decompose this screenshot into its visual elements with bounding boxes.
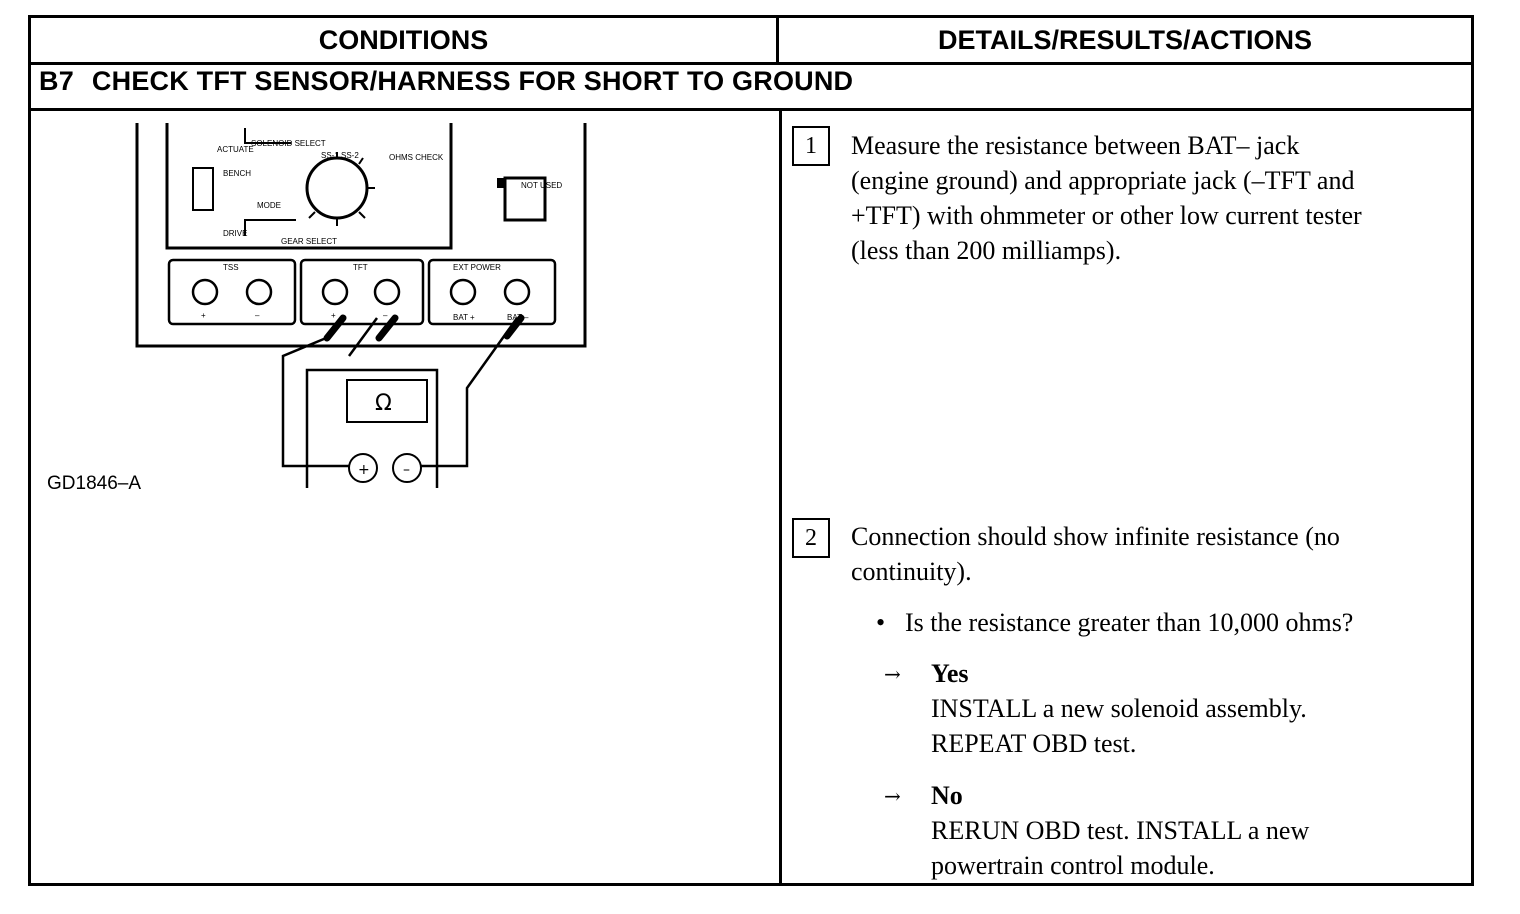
step-2-text: Connection should show infinite resistan… (851, 519, 1451, 589)
tft-label: TFT (353, 263, 368, 272)
answer-yes-line: REPEAT OBD test. (931, 729, 1137, 758)
answer-yes-line: INSTALL a new solenoid assembly. (931, 694, 1307, 723)
not-used-label: NOT USED (521, 181, 562, 190)
step-1-line: (engine ground) and appropriate jack (–T… (851, 166, 1355, 195)
bat-minus-label: BAT – (507, 313, 529, 322)
tss-label: TSS (223, 263, 239, 272)
tss-plus-label: + (201, 311, 206, 320)
step-1-text: Measure the resistance between BAT– jack… (851, 128, 1451, 268)
arrow-right-icon: → (884, 784, 901, 808)
drive-label: DRIVE (223, 229, 247, 238)
section-title-text: CHECK TFT SENSOR/HARNESS FOR SHORT TO GR… (91, 66, 854, 96)
step-1-number: 1 (792, 126, 830, 166)
header-divider (31, 62, 1471, 65)
bullet-icon: • (876, 608, 886, 637)
section-title: B7 CHECK TFT SENSOR/HARNESS FOR SHORT TO … (39, 66, 853, 97)
step-2-number: 2 (792, 518, 830, 558)
ohm-symbol: Ω (375, 391, 392, 416)
step-2-line: Connection should show infinite resistan… (851, 522, 1340, 551)
gear-select-label: GEAR SELECT (281, 237, 337, 246)
actuate-label: ACTUATE (217, 145, 254, 154)
answer-no-line: powertrain control module. (931, 851, 1215, 880)
details-header: DETAILS/RESULTS/ACTIONS (937, 24, 1312, 55)
answer-yes-text: INSTALL a new solenoid assembly. REPEAT … (931, 691, 1451, 761)
figure-id: GD1846–A (47, 473, 142, 494)
step-2-line: continuity). (851, 557, 972, 586)
tester-diagram: ACTUATE SOLENOID SELECT SS-1 SS-2 OHMS C… (135, 123, 587, 488)
ss-label: SS-1 SS-2 (321, 151, 359, 160)
diagnostic-table: CONDITIONS DETAILS/RESULTS/ACTIONS B7 CHE… (28, 15, 1474, 886)
ohms-check-label: OHMS CHECK (389, 153, 444, 162)
arrow-right-icon: → (884, 662, 901, 686)
ext-power-label: EXT POWER (453, 263, 501, 272)
meter-plus-label: + (358, 462, 370, 478)
answer-no-text: RERUN OBD test. INSTALL a new powertrain… (931, 813, 1451, 883)
solenoid-select-label: SOLENOID SELECT (251, 139, 326, 148)
answer-yes-label: Yes (931, 659, 969, 688)
section-code: B7 (39, 66, 74, 96)
step-1-line: Measure the resistance between BAT– jack (851, 131, 1300, 160)
section-divider (31, 108, 1471, 111)
step-1-line: +TFT) with ohmmeter or other low current… (851, 201, 1362, 230)
step-1-line: (less than 200 milliamps). (851, 236, 1122, 265)
tft-minus-label: – (383, 311, 388, 320)
mode-label: MODE (257, 201, 281, 210)
meter-minus-label: – (403, 462, 410, 478)
answer-no-label: No (931, 781, 963, 810)
step-2-question: Is the resistance greater than 10,000 oh… (905, 608, 1354, 637)
bat-plus-label: BAT + (453, 313, 475, 322)
column-divider (779, 108, 782, 883)
conditions-header: CONDITIONS (31, 18, 779, 62)
tft-plus-label: + (331, 311, 336, 320)
bench-label: BENCH (223, 169, 251, 178)
answer-no-line: RERUN OBD test. INSTALL a new (931, 816, 1310, 845)
tss-minus-label: – (255, 311, 260, 320)
